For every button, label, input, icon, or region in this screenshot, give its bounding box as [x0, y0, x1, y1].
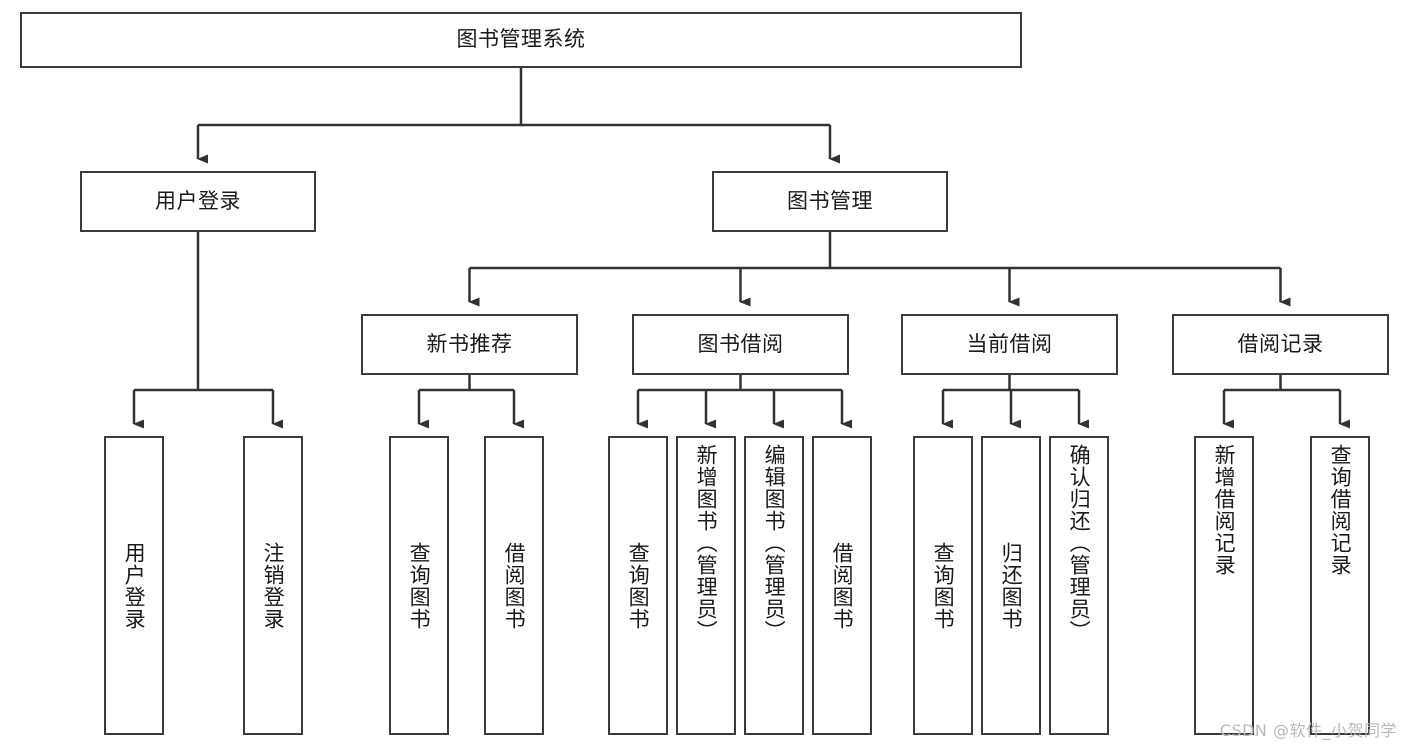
- node-label: 注销登录: [261, 541, 286, 630]
- node-l-logout[interactable]: 注销登录: [243, 436, 303, 735]
- node-l-cu-return[interactable]: 归还图书: [981, 436, 1041, 735]
- node-label: 查询借阅记录: [1328, 444, 1353, 576]
- node-l-re-add[interactable]: 新增借阅记录: [1194, 436, 1254, 735]
- node-borrow[interactable]: 图书借阅: [632, 314, 849, 375]
- node-l-bo-query[interactable]: 查询图书: [608, 436, 668, 735]
- node-label: 新增图书（管理员）: [694, 444, 719, 642]
- node-l-login[interactable]: 用户登录: [104, 436, 164, 735]
- node-label: 归还图书: [999, 541, 1024, 630]
- node-label: 编辑图书（管理员）: [762, 444, 787, 642]
- node-label: 图书管理系统: [456, 27, 586, 52]
- node-label: 当前借阅: [966, 331, 1053, 356]
- node-label: 查询图书: [407, 541, 432, 630]
- node-label: 借阅图书: [502, 541, 527, 630]
- node-current[interactable]: 当前借阅: [901, 314, 1118, 375]
- node-root[interactable]: 图书管理系统: [20, 12, 1022, 68]
- node-label: 新书推荐: [426, 331, 513, 356]
- node-label: 确认归还（管理员）: [1067, 444, 1092, 642]
- node-l-re-query[interactable]: 查询借阅记录: [1310, 436, 1370, 735]
- node-label: 新增借阅记录: [1212, 444, 1237, 576]
- node-l-cu-query[interactable]: 查询图书: [913, 436, 973, 735]
- node-l-bo-edit[interactable]: 编辑图书（管理员）: [744, 436, 804, 735]
- node-records[interactable]: 借阅记录: [1172, 314, 1389, 375]
- node-label: 借阅图书: [830, 541, 855, 630]
- node-l-cu-conf[interactable]: 确认归还（管理员）: [1049, 436, 1109, 735]
- node-label: 图书借阅: [697, 331, 784, 356]
- node-newbook[interactable]: 新书推荐: [361, 314, 578, 375]
- node-l-nb-query[interactable]: 查询图书: [389, 436, 449, 735]
- node-l-nb-borrow[interactable]: 借阅图书: [484, 436, 544, 735]
- node-label: 用户登录: [122, 541, 147, 630]
- node-label: 查询图书: [626, 541, 651, 630]
- node-label: 查询图书: [931, 541, 956, 630]
- node-label: 图书管理: [787, 188, 873, 213]
- node-bookmgmt[interactable]: 图书管理: [712, 171, 948, 232]
- node-l-bo-add[interactable]: 新增图书（管理员）: [676, 436, 736, 735]
- node-label: 用户登录: [155, 188, 241, 213]
- node-l-bo-lend[interactable]: 借阅图书: [812, 436, 872, 735]
- watermark-text: CSDN @软件_小贺同学: [1219, 721, 1397, 740]
- node-login[interactable]: 用户登录: [80, 171, 316, 232]
- node-label: 借阅记录: [1237, 331, 1324, 356]
